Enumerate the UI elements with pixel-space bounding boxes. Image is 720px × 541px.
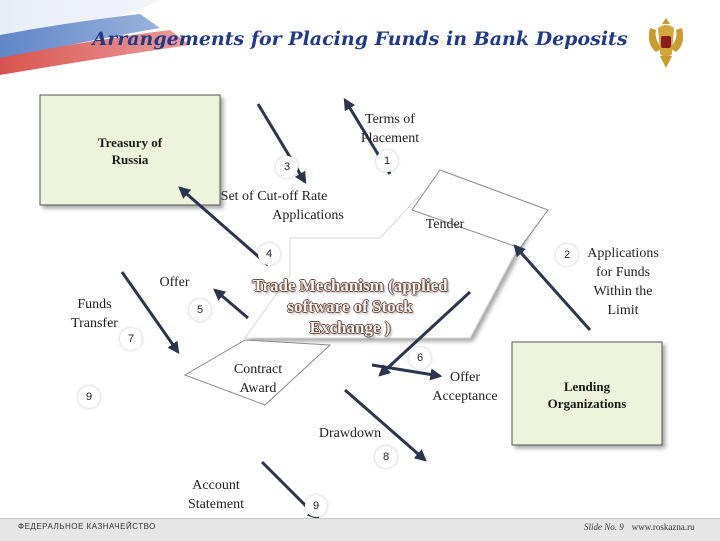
label-drawdown: Drawdown [318, 426, 382, 441]
label-funds-transfer: Funds Transfer [71, 297, 118, 331]
step-9-badge-bottom: 9 [305, 495, 327, 517]
label-tender: Tender [425, 217, 465, 232]
label-terms-of-placement: Terms of Placement [360, 112, 420, 146]
arrow-cutoff-rate [178, 186, 269, 267]
russian-flag-background [0, 0, 720, 75]
step-5-badge: 5 [189, 299, 211, 321]
arrow-applications [513, 244, 592, 331]
label-applications-for-funds: Applications for Funds Within the Limit [587, 246, 659, 318]
arrow-offer-acceptance [378, 290, 472, 377]
label-contract-award: Contract Award [233, 362, 283, 396]
label-offer: Offer [159, 275, 190, 290]
label-offer-acceptance: Offer Acceptance [432, 370, 498, 404]
arrow-drawdown [344, 388, 427, 462]
label-account-statement: Account Statement [188, 478, 244, 512]
lending-organizations-label: Lending Organizations [547, 379, 627, 411]
step-3-badge: 3 [276, 156, 298, 178]
lending-organizations-box [511, 341, 663, 446]
contract-award-panel [183, 339, 332, 406]
footer-logo-text: ФЕДЕРАЛЬНОЕ КАЗНАЧЕЙСТВО [18, 522, 156, 531]
footer-slide-info: Slide No. 9 www.roskazna.ru [584, 522, 695, 532]
step-6-badge: 6 [409, 347, 431, 369]
site-link[interactable]: www.roskazna.ru [631, 522, 695, 532]
step-9-badge-left: 9 [78, 386, 100, 408]
step-1-badge: 1 [376, 150, 398, 172]
step-4-badge: 4 [258, 243, 280, 265]
trade-mechanism-label: Trade Mechanism (applied software of Sto… [252, 276, 448, 337]
slide-number: Slide No. 9 [584, 522, 624, 532]
step-7-badge: 7 [120, 328, 142, 350]
treasury-label: Treasury of Russia [97, 135, 163, 167]
label-set-of-cutoff-rate: Set of Cut-off Rate [220, 189, 328, 204]
arrow-offer [213, 288, 249, 320]
double-headed-eagle-emblem-icon [642, 14, 690, 72]
arrow-contract-award [371, 363, 443, 381]
slide-title: Arrangements for Placing Funds in Bank D… [92, 28, 628, 50]
label-applications-overlay: Applications [272, 208, 344, 223]
step-2-badge: 2 [556, 244, 578, 266]
arrow-funds-transfer [120, 271, 180, 354]
footer-bar [0, 518, 720, 541]
step-8-badge: 8 [375, 446, 397, 468]
